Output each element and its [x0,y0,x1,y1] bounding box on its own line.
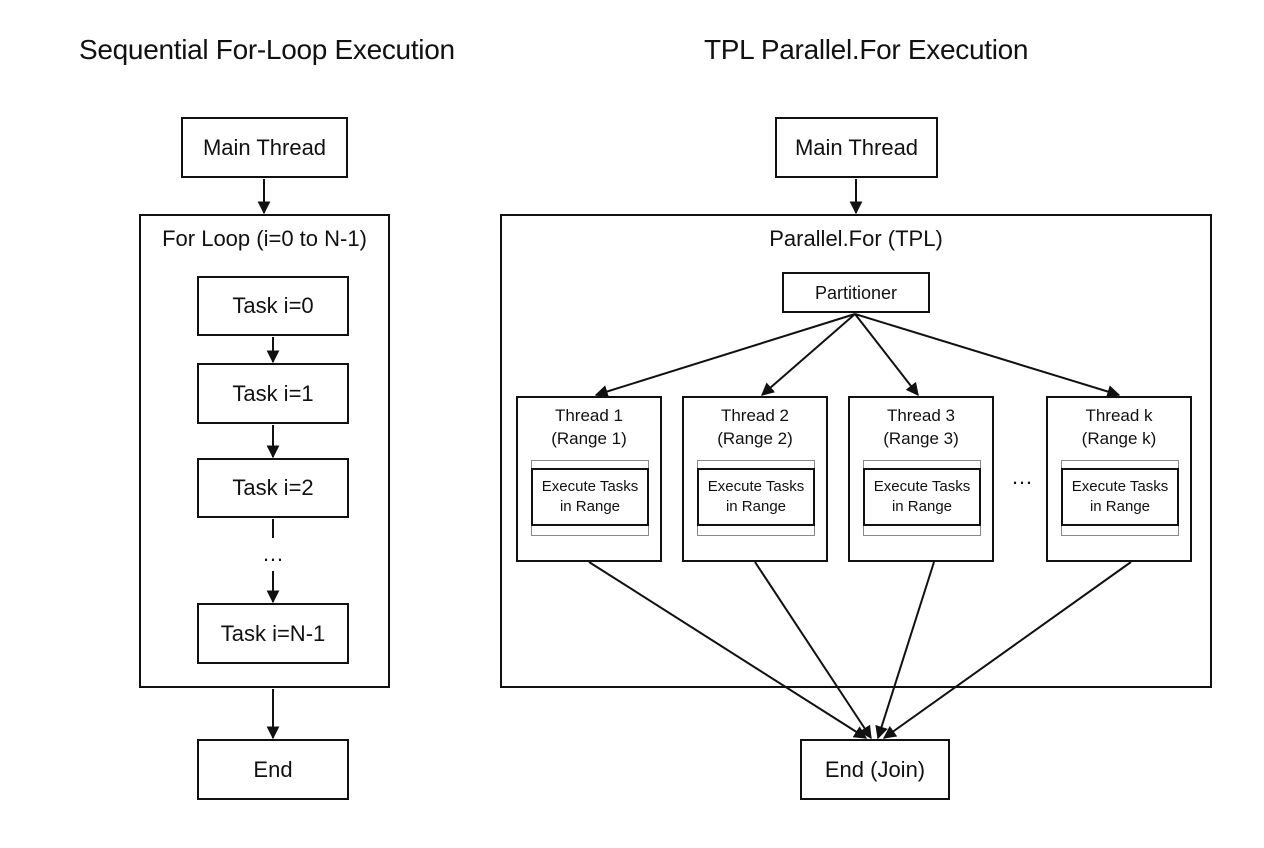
thread-2-task-line1: Execute Tasks [707,478,805,495]
partitioner-box: Partitioner [782,272,930,313]
arrow-thread2-to-join [754,561,872,740]
right-main-thread-box: Main Thread [775,117,938,178]
sequential-title: Sequential For-Loop Execution [79,34,455,65]
task-label-1: Task i=1 [232,380,314,406]
arrow-threadk-to-join [882,561,1132,739]
thread-k-task-line1: Execute Tasks [1071,478,1169,495]
arrow-thread3-to-join [875,561,935,740]
arrow-partitioner-to-thread2 [761,313,856,396]
right-end-box: End (Join) [800,739,950,800]
task-box-2: Task i=2 [197,458,349,518]
parallel-for-label: Parallel.For (TPL) [769,226,943,251]
thread-name-2: Thread 2 [720,406,790,425]
arrow-partitioner-to-thread1 [594,313,856,398]
for-loop-label: For Loop (i=0 to N-1) [162,226,367,251]
thread-name-k: Thread k [1085,406,1153,425]
arrow-partitioner-to-threadk [854,313,1121,398]
thread-box-3: Thread 3 (Range 3) Execute Tasks in Rang… [848,396,994,562]
threads-ellipsis: … [1011,464,1033,489]
thread-range-3: (Range 3) [883,429,959,448]
thread-2-task-line2: in Range [725,498,787,515]
thread-name-3: Thread 3 [886,406,956,425]
task-label-last: Task i=N-1 [220,620,326,646]
left-ellipsis: … [262,541,284,566]
arrow-partitioner-to-thread3 [854,313,919,397]
thread-3-task-line2: in Range [891,498,953,515]
thread-1-task-line2: in Range [559,498,621,515]
thread-range-1: (Range 1) [551,429,627,448]
thread-3-task-box: Execute Tasks in Range [863,468,981,526]
thread-box-1: Thread 1 (Range 1) Execute Tasks in Rang… [516,396,662,562]
left-main-thread-box: Main Thread [181,117,348,178]
parallel-title: TPL Parallel.For Execution [704,34,1029,65]
thread-range-k: (Range k) [1081,429,1157,448]
left-end-box: End [197,739,349,800]
task-box-last: Task i=N-1 [197,603,349,664]
thread-range-2: (Range 2) [717,429,793,448]
left-main-thread-label: Main Thread [202,134,327,160]
thread-1-task-line1: Execute Tasks [541,478,639,495]
partitioner-label: Partitioner [814,282,898,303]
thread-3-task-line1: Execute Tasks [873,478,971,495]
task-label-2: Task i=2 [232,475,314,500]
task-label-0: Task i=0 [232,293,314,318]
arrow-thread1-to-join [588,561,868,739]
thread-name-1: Thread 1 [554,406,624,425]
thread-k-task-box: Execute Tasks in Range [1061,468,1179,526]
thread-2-task-box: Execute Tasks in Range [697,468,815,526]
right-main-thread-label: Main Thread [794,134,919,160]
thread-1-task-box: Execute Tasks in Range [531,468,649,526]
task-box-1: Task i=1 [197,363,349,424]
left-end-label: End [253,756,293,782]
thread-k-task-line2: in Range [1089,498,1151,515]
thread-box-2: Thread 2 (Range 2) Execute Tasks in Rang… [682,396,828,562]
task-box-0: Task i=0 [197,276,349,336]
right-end-label: End (Join) [824,756,926,782]
